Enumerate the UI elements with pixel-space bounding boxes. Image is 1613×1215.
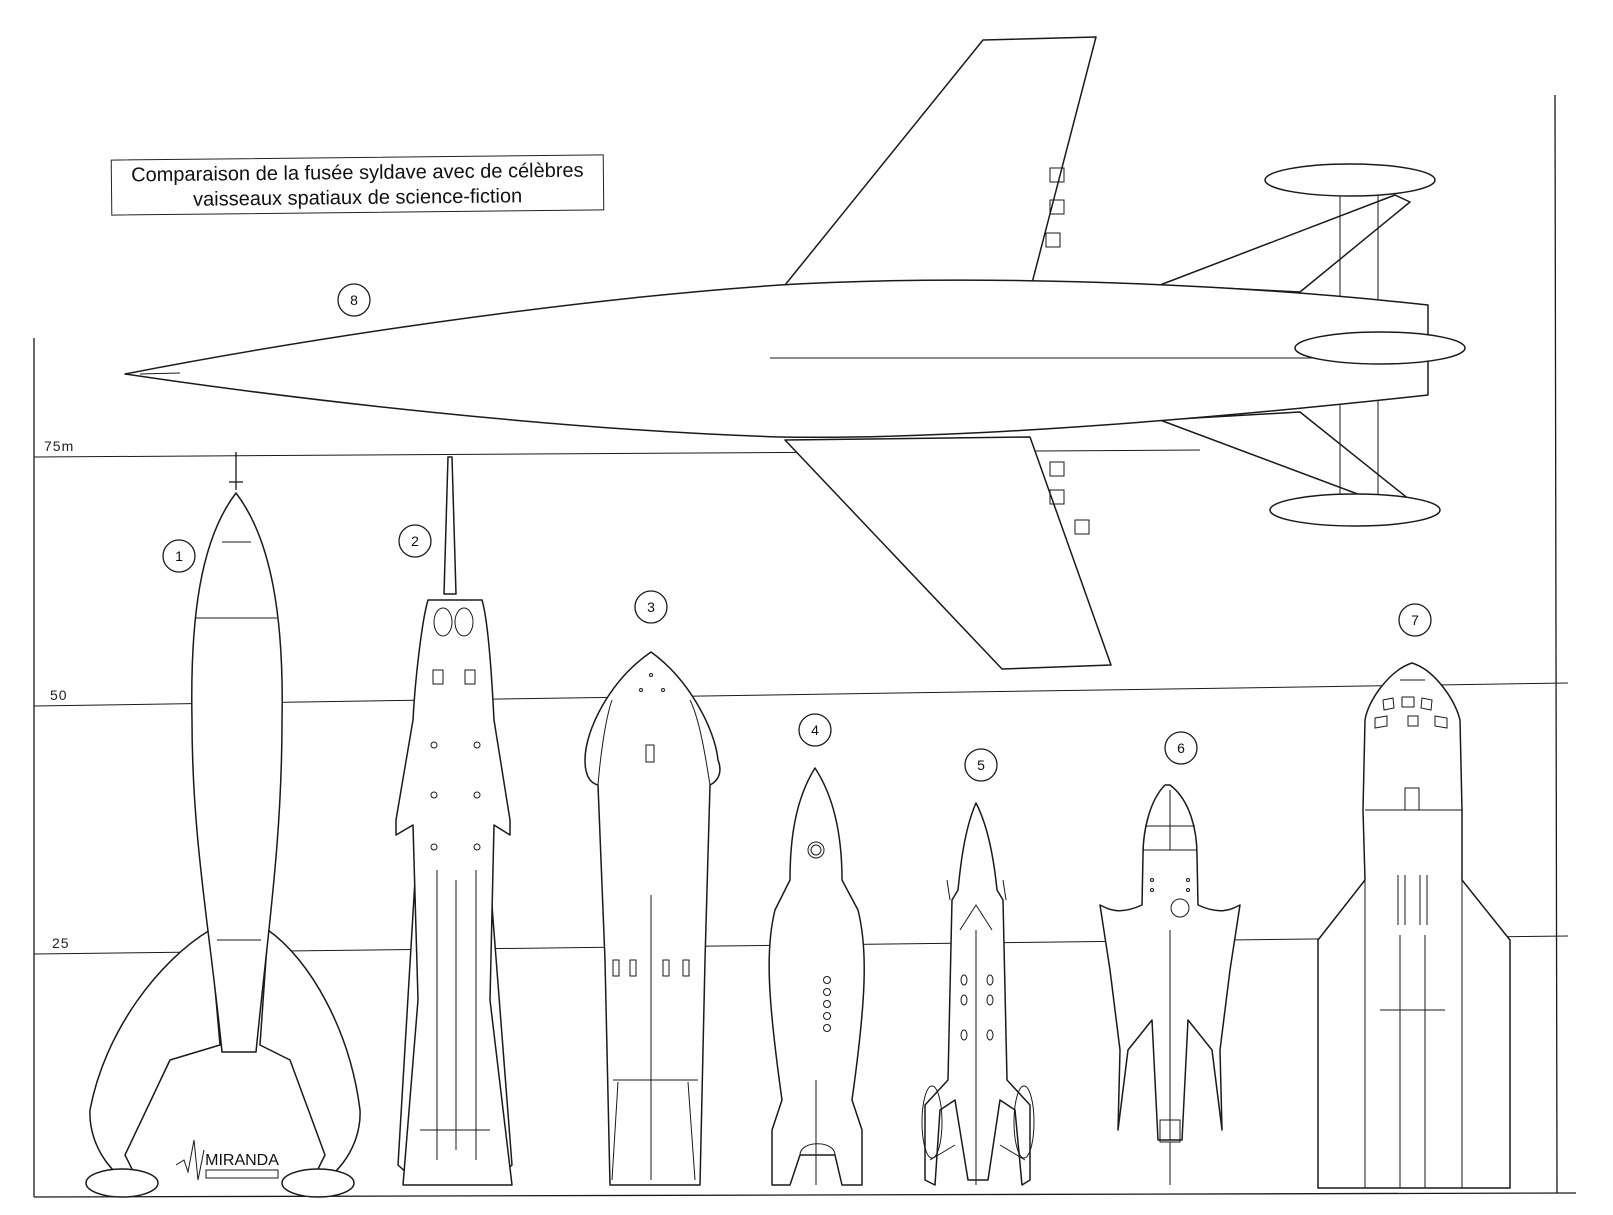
ship-7-drawing bbox=[1317, 662, 1511, 1189]
ship-marker-4: 4 bbox=[798, 713, 832, 747]
ship-marker-3: 3 bbox=[634, 590, 668, 624]
ship-4-drawing bbox=[768, 767, 865, 1186]
ship-marker-8: 8 bbox=[337, 283, 371, 317]
ship-marker-2: 2 bbox=[398, 524, 432, 558]
scale-label-75: 75m bbox=[44, 438, 75, 454]
ship-5-drawing bbox=[921, 802, 1035, 1186]
ship-6-drawing bbox=[1099, 784, 1241, 1185]
ship-number-4: 4 bbox=[811, 722, 819, 738]
ship-number-2: 2 bbox=[411, 533, 419, 549]
ship-2-drawing bbox=[395, 456, 513, 1186]
ship-marker-7: 7 bbox=[1398, 603, 1432, 637]
ship-number-1: 1 bbox=[175, 548, 183, 564]
ship-number-8: 8 bbox=[350, 292, 358, 308]
logo-text: MIRANDA bbox=[205, 1152, 279, 1169]
ship-8-drawing bbox=[124, 36, 1466, 670]
scale-line-50 bbox=[33, 682, 1569, 707]
scale-label-25: 25 bbox=[52, 935, 70, 951]
scale-label-50: 50 bbox=[50, 687, 68, 703]
ship-number-7: 7 bbox=[1411, 612, 1419, 628]
ship-number-markers: 1 2 3 4 5 6 7 8 bbox=[162, 283, 1432, 782]
ship-marker-5: 5 bbox=[964, 748, 998, 782]
ship-3-drawing bbox=[584, 651, 721, 1186]
ship-marker-1: 1 bbox=[162, 539, 196, 573]
ship-number-3: 3 bbox=[647, 599, 655, 615]
ship-number-5: 5 bbox=[977, 757, 985, 773]
miranda-logo: MIRANDA bbox=[175, 1139, 279, 1181]
ship-1-drawing: MIRANDA bbox=[85, 452, 361, 1198]
ship-number-6: 6 bbox=[1177, 740, 1185, 756]
ship-marker-6: 6 bbox=[1164, 731, 1198, 765]
